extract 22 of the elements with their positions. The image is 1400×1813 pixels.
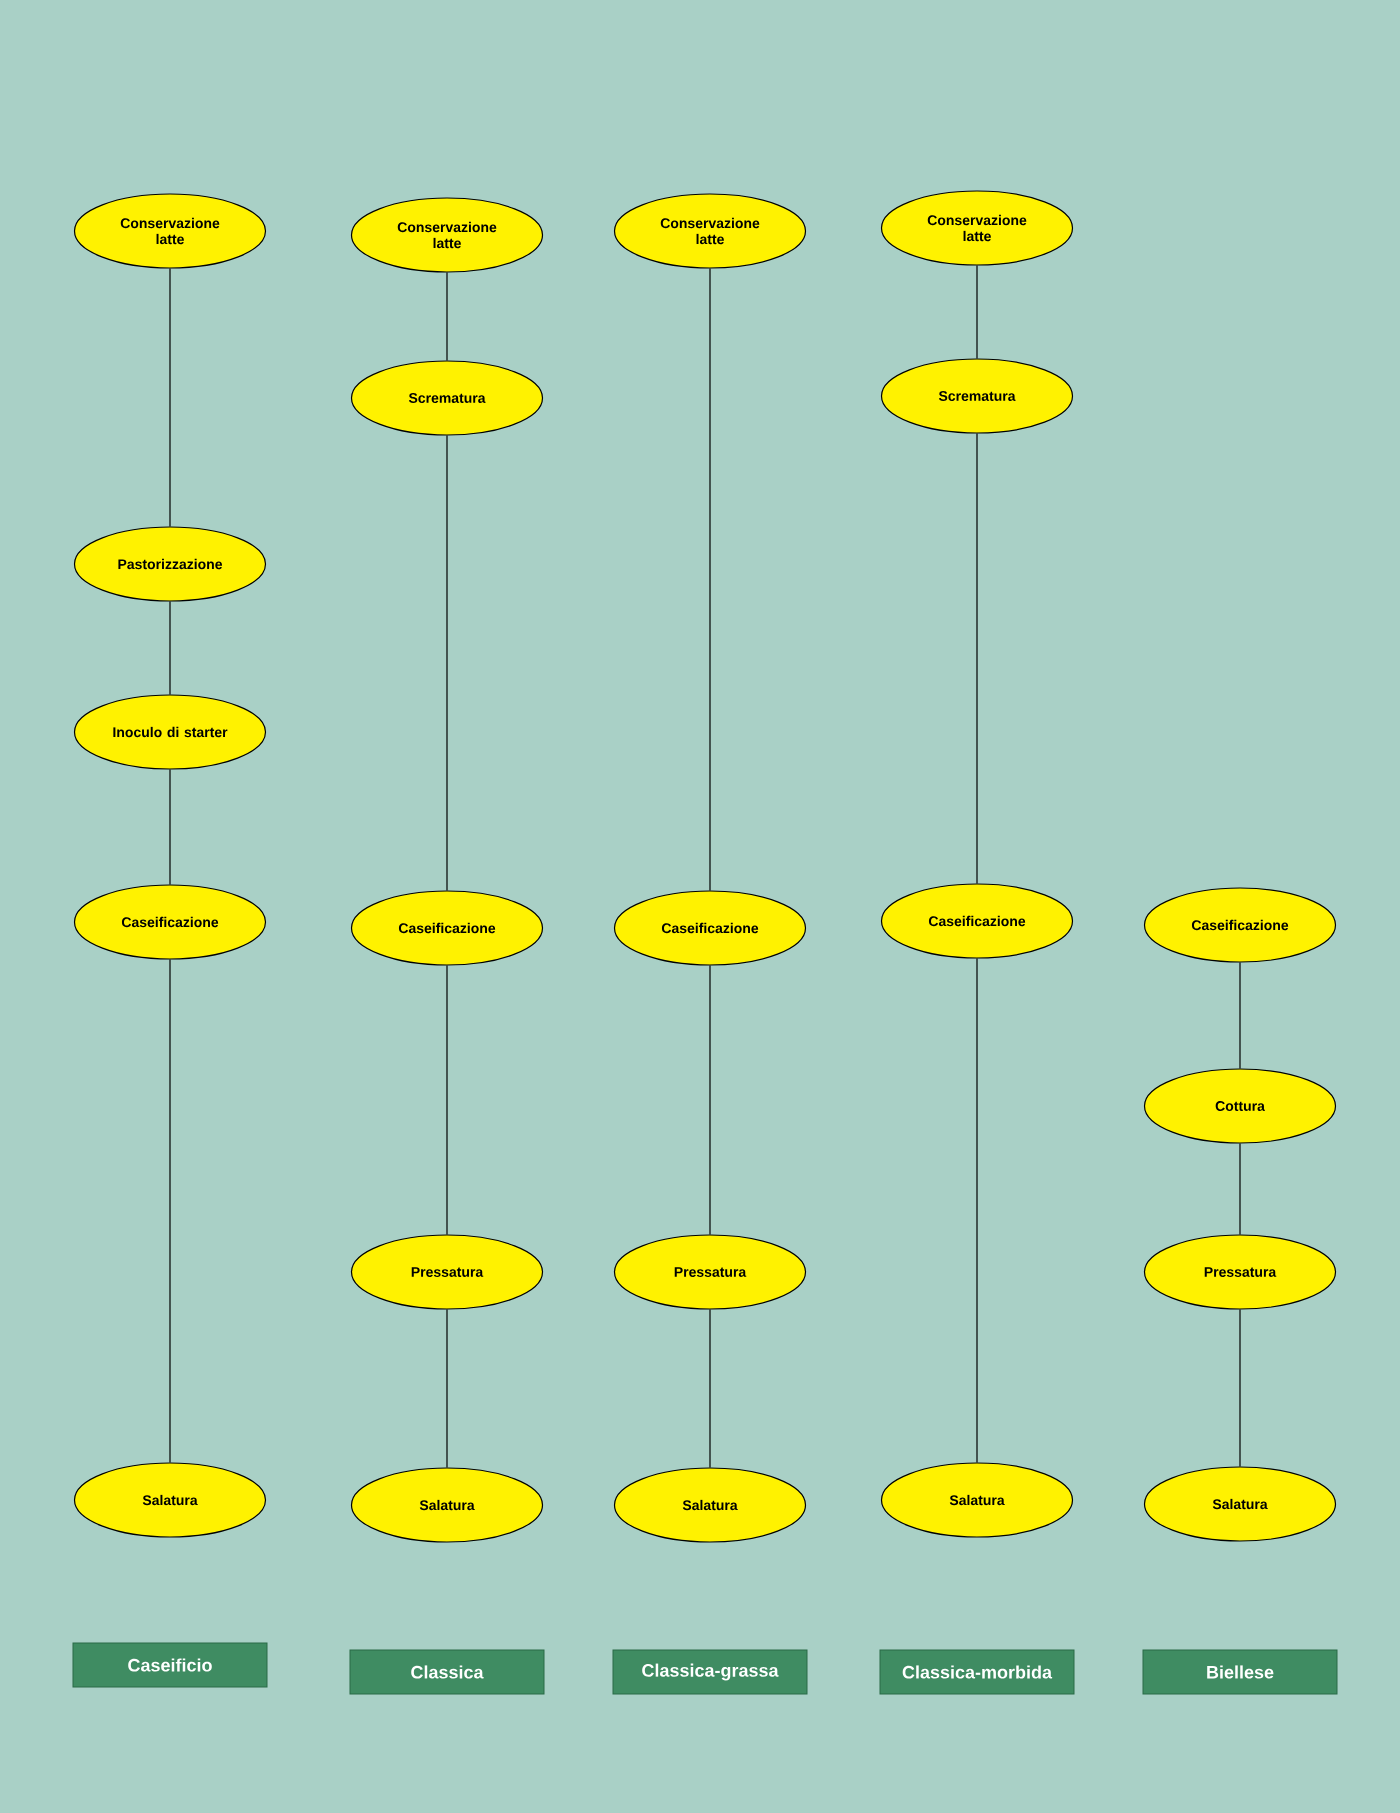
- connector-line: [709, 1309, 711, 1468]
- connector-line: [446, 435, 448, 891]
- connector-line: [169, 601, 171, 695]
- connector-line: [446, 272, 448, 361]
- connector-line: [976, 958, 978, 1463]
- connector-line: [1239, 1309, 1241, 1467]
- connector-line: [1239, 962, 1241, 1069]
- connector-line: [446, 965, 448, 1235]
- category-label: Classica-morbida: [879, 1649, 1075, 1695]
- connector-line: [709, 965, 711, 1235]
- connector-line: [709, 268, 711, 891]
- connector-line: [976, 433, 978, 884]
- connector-line: [169, 769, 171, 885]
- connector-line: [446, 1309, 448, 1468]
- connector-line: [1239, 1143, 1241, 1235]
- category-label: Caseificio: [72, 1642, 268, 1688]
- category-label: Biellese: [1142, 1649, 1338, 1695]
- category-label: Classica-grassa: [612, 1649, 808, 1695]
- category-label: Classica: [349, 1649, 545, 1695]
- connector-line: [169, 959, 171, 1463]
- connector-line: [169, 268, 171, 527]
- connector-line: [976, 265, 978, 359]
